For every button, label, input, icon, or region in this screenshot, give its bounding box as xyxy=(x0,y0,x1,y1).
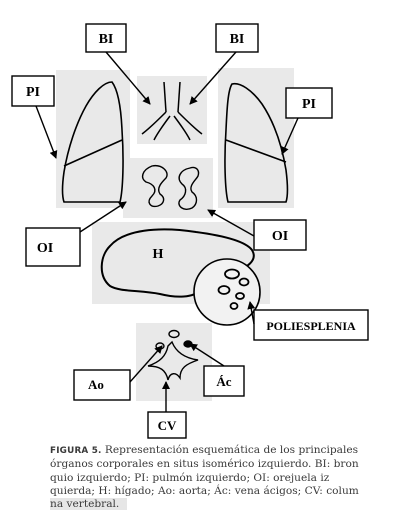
right-lung-drawing xyxy=(224,82,289,203)
pointer-arrows xyxy=(35,51,299,412)
label-poliesplenia: POLIESPLENIA xyxy=(266,319,356,333)
label-ao: Ao xyxy=(88,377,104,392)
schematic-figure: BI BI PI PI OI OI H POLIESPLENIA Ao Ác C… xyxy=(11,23,369,439)
label-pi-right: PI xyxy=(302,97,316,112)
label-oi-left: OI xyxy=(37,241,53,256)
label-bi-left: BI xyxy=(99,32,114,47)
caption-line-4: quierda; H: hígado; Ao: aorta; Ác: vena … xyxy=(50,484,359,497)
label-box-oi-left xyxy=(25,227,81,267)
label-box-ao xyxy=(73,369,131,401)
label-pi-left: PI xyxy=(26,85,40,100)
vertebra-drawing xyxy=(147,329,199,381)
label-cv: CV xyxy=(158,418,177,433)
label-box-oi-right xyxy=(253,219,307,251)
label-box-bi-right xyxy=(215,23,259,53)
label-ac: Ác xyxy=(216,374,231,389)
bronchi-drawing xyxy=(141,81,203,141)
label-box-pi-left xyxy=(11,75,55,107)
label-box-pi-right xyxy=(285,87,333,119)
caption-text-1: Representación esquemática de los princi… xyxy=(101,444,359,456)
figure-caption: FIGURA 5. Representación esquemática de … xyxy=(50,444,360,511)
caption-line-3: quio izquierdo; PI: pulmón izquierdo; OI… xyxy=(50,471,330,484)
caption-line-2: órganos corporales en situs isomérico iz… xyxy=(50,458,359,471)
polysplenia-drawing xyxy=(193,258,261,326)
auricles-drawing xyxy=(141,164,200,210)
label-box-bi-left xyxy=(85,23,127,53)
label-box-ac xyxy=(203,365,245,397)
label-bi-right: BI xyxy=(230,32,245,47)
label-oi-right: OI xyxy=(272,229,288,244)
caption-text-5: na vertebral. xyxy=(50,498,128,511)
label-box-poliesplenia xyxy=(253,309,369,341)
caption-line-5: na vertebral. xyxy=(50,498,360,511)
label-box-cv xyxy=(147,411,187,439)
caption-line-1: FIGURA 5. Representación esquemática de … xyxy=(50,444,360,458)
left-lung-drawing xyxy=(61,81,124,203)
label-h: H xyxy=(153,247,164,262)
caption-label: FIGURA 5. xyxy=(50,446,102,456)
